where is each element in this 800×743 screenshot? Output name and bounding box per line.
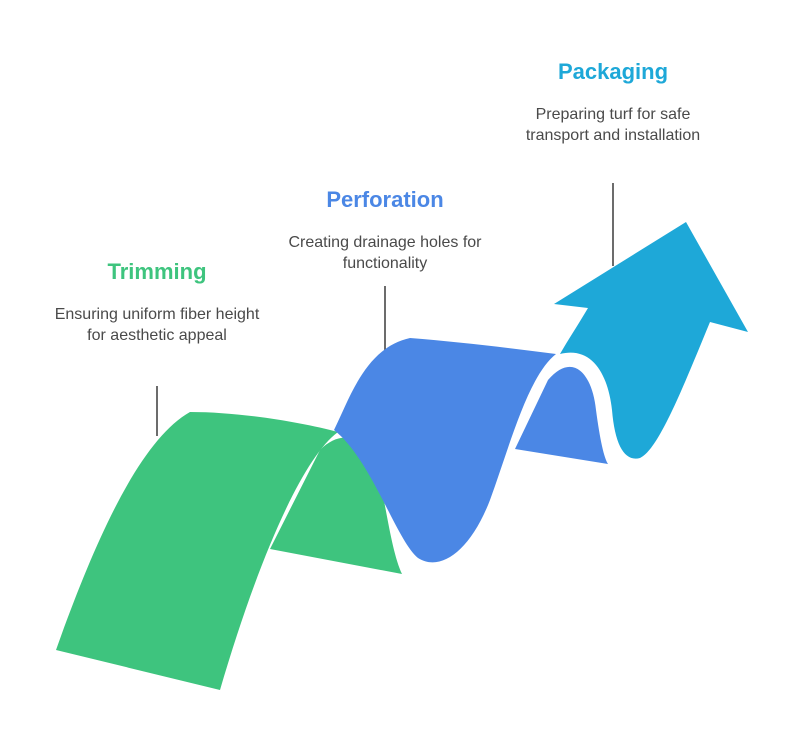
perforation-ribbon-front	[334, 338, 556, 563]
trimming-description: Ensuring uniform fiber height for aesthe…	[54, 306, 260, 344]
perforation-ribbon-back	[515, 366, 608, 464]
trimming-title: Trimming	[107, 259, 207, 284]
perforation-description: Creating drainage holes for functionalit…	[288, 234, 482, 272]
packaging-arrow	[554, 222, 748, 459]
packaging-description: Preparing turf for safe transport and in…	[525, 106, 701, 144]
packaging-title: Packaging	[557, 59, 669, 84]
trimming-ribbon-front	[56, 412, 338, 690]
perforation-title: Perforation	[326, 187, 444, 212]
